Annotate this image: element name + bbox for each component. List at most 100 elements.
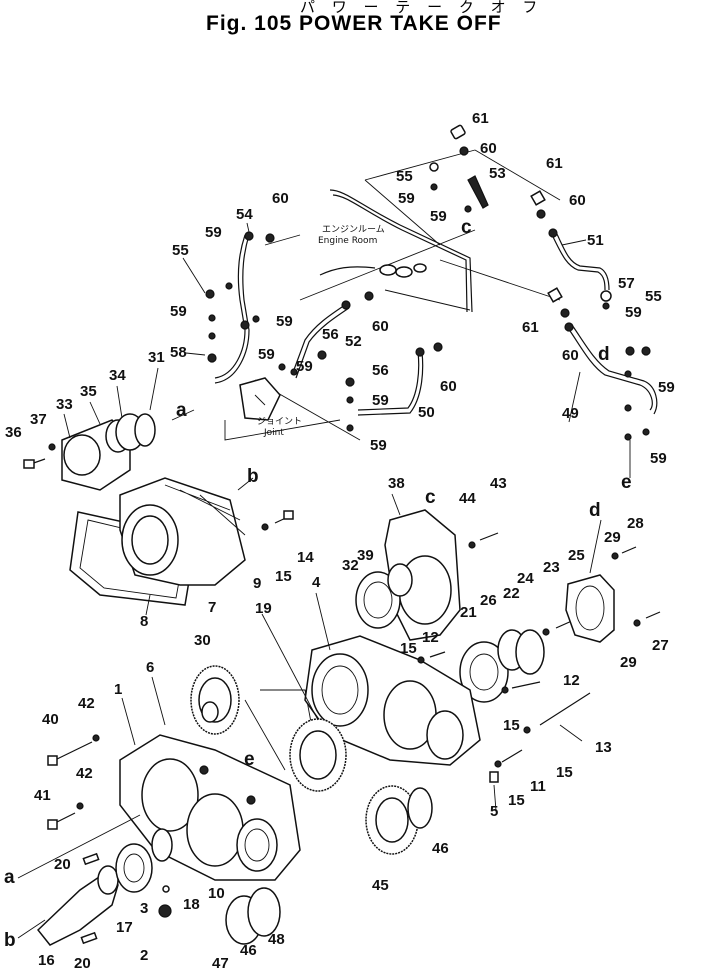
callout-59a: 59	[398, 190, 415, 207]
callout-55b: 55	[172, 242, 189, 259]
callout-7: 7	[208, 599, 216, 616]
left-upper-assembly	[23, 413, 294, 606]
callout-59i: 59	[370, 437, 387, 454]
callout-32: 32	[342, 557, 359, 574]
ref-a-lower: a	[4, 867, 15, 888]
right-upper-assembly	[355, 509, 661, 703]
callout-30: 30	[194, 632, 211, 649]
callout-13: 13	[595, 739, 612, 756]
callout-8: 8	[140, 613, 148, 630]
ref-b-upper: b	[247, 466, 259, 487]
callout-31: 31	[148, 349, 165, 366]
callout-26: 26	[480, 592, 497, 609]
callout-44: 44	[459, 490, 476, 507]
callout-17: 17	[116, 919, 133, 936]
ref-d-upper: d	[598, 344, 610, 365]
callout-49: 49	[562, 405, 579, 422]
callout-46b: 46	[240, 942, 257, 959]
callout-43: 43	[490, 475, 507, 492]
callout-59l: 59	[650, 450, 667, 467]
callout-15b: 15	[400, 640, 417, 657]
callout-59j: 59	[625, 304, 642, 321]
callout-60c: 60	[569, 192, 586, 209]
callout-60a: 60	[480, 140, 497, 157]
callout-52: 52	[345, 333, 362, 350]
callout-6: 6	[146, 659, 154, 676]
callout-61a: 61	[472, 110, 489, 127]
ref-b-lower: b	[4, 930, 16, 951]
callout-24: 24	[517, 570, 534, 587]
callout-50: 50	[418, 404, 435, 421]
callout-15a: 15	[275, 568, 292, 585]
callout-53: 53	[489, 165, 506, 182]
callout-60d: 60	[372, 318, 389, 335]
ref-d-lower: d	[589, 500, 601, 521]
callout-23: 23	[543, 559, 560, 576]
callout-51: 51	[587, 232, 604, 249]
callout-57: 57	[618, 275, 635, 292]
callout-59b: 59	[430, 208, 447, 225]
engine-room-en-label: Engine Room	[318, 236, 377, 246]
callout-21: 21	[460, 604, 477, 621]
callout-55c: 55	[645, 288, 662, 305]
callout-61c: 61	[522, 319, 539, 336]
ref-c-upper: c	[461, 217, 472, 238]
callout-29a: 29	[604, 529, 621, 546]
callout-47: 47	[212, 955, 229, 969]
callout-12b: 12	[563, 672, 580, 689]
ref-a-upper: a	[176, 400, 187, 421]
callout-10: 10	[208, 885, 225, 902]
callout-36: 36	[5, 424, 22, 441]
callout-1: 1	[114, 681, 122, 698]
callout-5: 5	[490, 803, 498, 820]
callout-61b: 61	[546, 155, 563, 172]
callout-3: 3	[140, 900, 148, 917]
callout-16: 16	[38, 952, 55, 969]
callout-35: 35	[80, 383, 97, 400]
callout-19: 19	[255, 600, 272, 617]
callout-56b: 56	[372, 362, 389, 379]
callout-45: 45	[372, 877, 389, 894]
callout-59g: 59	[296, 358, 313, 375]
piping-group: エンジンルーム Engine Room ジョイント Joint	[205, 124, 658, 441]
callout-9: 9	[253, 575, 261, 592]
callout-11: 11	[530, 778, 546, 795]
callout-33: 33	[56, 396, 73, 413]
joint-jp-label: ジョイント	[257, 417, 302, 427]
callout-58: 58	[170, 344, 187, 361]
callout-34: 34	[109, 367, 126, 384]
callout-46a: 46	[432, 840, 449, 857]
callout-20a: 20	[54, 856, 71, 873]
callout-15e: 15	[508, 792, 525, 809]
callout-55a: 55	[396, 168, 413, 185]
callout-59d: 59	[170, 303, 187, 320]
title-katakana: パ ワ ー テ ー ク オ フ	[300, 0, 544, 16]
callout-59f: 59	[258, 346, 275, 363]
figure-title: Fig. 105 POWER TAKE OFF	[206, 12, 502, 35]
callout-20b: 20	[74, 955, 91, 969]
middle-assembly	[36, 635, 591, 946]
callout-labels: 1 2 3 4 5 6 7 8 9 10 11 12 12 13 14 15 1…	[5, 110, 675, 969]
reference-letters: a a b b c c d d e e	[4, 217, 632, 951]
callout-4: 4	[312, 574, 321, 591]
callout-42b: 42	[76, 765, 93, 782]
callout-59h: 59	[372, 392, 389, 409]
callout-60e: 60	[562, 347, 579, 364]
callout-59e: 59	[276, 313, 293, 330]
callout-25: 25	[568, 547, 585, 564]
callout-2: 2	[140, 947, 148, 964]
callout-48: 48	[268, 931, 285, 948]
callout-37: 37	[30, 411, 47, 428]
callout-60b: 60	[272, 190, 289, 207]
callout-14: 14	[297, 549, 314, 566]
callout-12a: 12	[422, 629, 439, 646]
leader-lines	[17, 222, 631, 939]
callout-40: 40	[42, 711, 59, 728]
callout-22: 22	[503, 585, 520, 602]
callout-59c: 59	[205, 224, 222, 241]
callout-60f: 60	[440, 378, 457, 395]
engine-room-jp-label: エンジンルーム	[322, 224, 385, 235]
callout-41: 41	[34, 787, 51, 804]
